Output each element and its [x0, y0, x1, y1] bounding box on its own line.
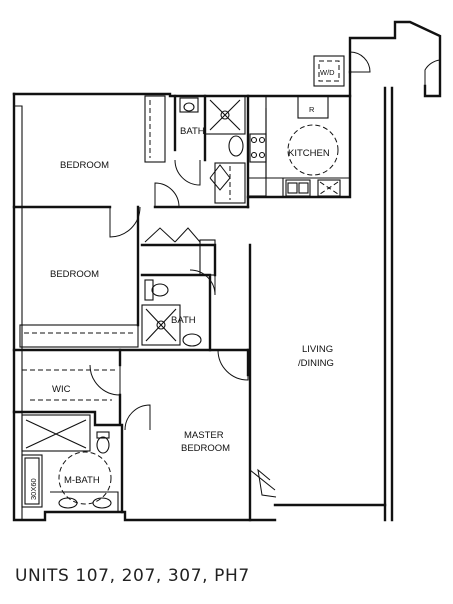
kitchen-fixtures — [247, 55, 350, 197]
room-label-living: LIVING — [302, 344, 333, 355]
master-bath-fixtures — [21, 414, 119, 512]
room-label-master-bath: M-BATH — [64, 475, 100, 486]
room-label-bath-2: BATH — [171, 315, 196, 326]
refrigerator-label: R — [309, 105, 315, 114]
washer-dryer-label: W/D — [320, 68, 335, 77]
room-label-bedroom-2: BEDROOM — [50, 269, 99, 280]
tub-size-label: 30X60 — [29, 478, 38, 500]
closets — [19, 95, 246, 408]
room-labels: BEDROOM BATH KITCHEN BEDROOM BATH LIVING… — [29, 68, 335, 500]
room-label-master: MASTER — [184, 430, 224, 441]
floor-plan: BEDROOM BATH KITCHEN BEDROOM BATH LIVING… — [12, 20, 442, 522]
room-label-bedroom-1: BEDROOM — [60, 160, 109, 171]
room-label-dining: /DINING — [298, 358, 334, 369]
units-caption: UNITS 107, 207, 307, PH7 — [15, 566, 250, 586]
bath-2-fixtures — [141, 279, 202, 347]
room-label-kitchen: KITCHEN — [288, 148, 330, 159]
room-label-wic: WIC — [52, 384, 71, 395]
exterior-walls — [12, 20, 442, 522]
bath-1-fixtures — [179, 95, 246, 157]
doors — [89, 51, 441, 498]
room-label-bath-1: BATH — [180, 126, 205, 137]
room-label-master-bedroom: BEDROOM — [181, 443, 230, 454]
